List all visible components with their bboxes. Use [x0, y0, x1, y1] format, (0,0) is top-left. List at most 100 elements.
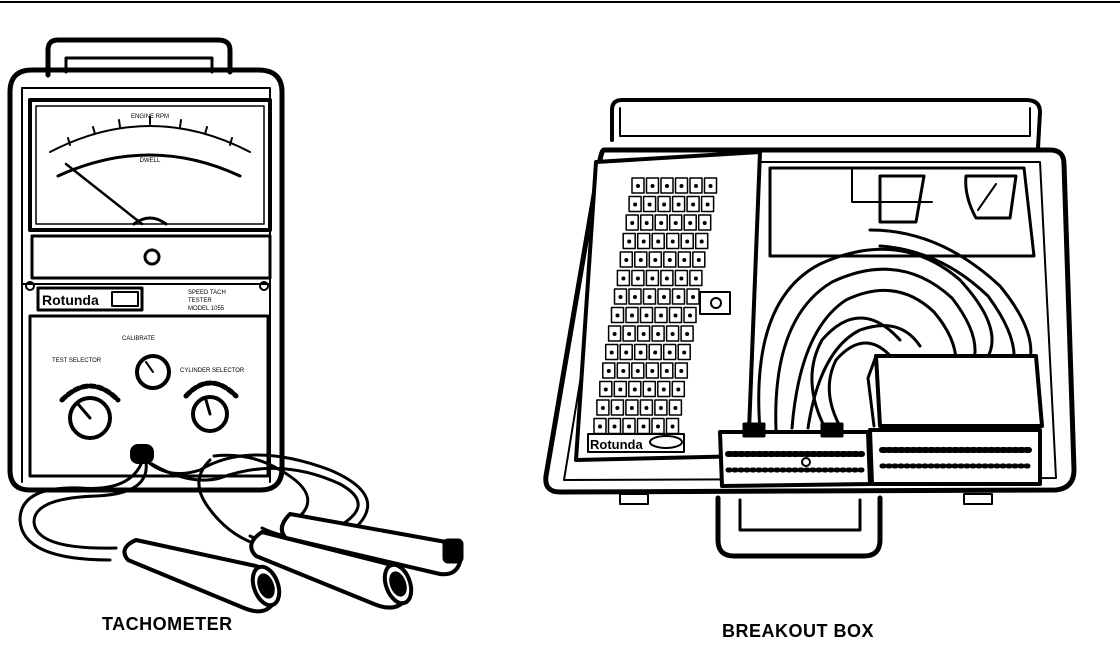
pin-jack: [659, 313, 663, 318]
case-body: [543, 147, 1077, 495]
pin-jack: [679, 184, 684, 188]
tachometer-illustration: ENGINE RPM DWELL Rotunda SPEED TACH TEST…: [7, 37, 464, 614]
pin-jack: [630, 313, 634, 318]
pin-jack: [606, 369, 611, 373]
test-lead-clip-green: [279, 512, 464, 577]
meter-scale-top-label: ENGINE RPM: [131, 114, 169, 120]
pin-jack: [636, 184, 640, 188]
pin-jack: [633, 295, 637, 299]
pin-jack: [653, 258, 658, 262]
pin-jack: [682, 258, 687, 262]
pin-jack: [658, 406, 663, 410]
pin-jack: [679, 369, 684, 373]
pin-jack: [644, 221, 649, 225]
pin-jack: [650, 184, 655, 188]
pin-jack: [635, 276, 640, 281]
pin-jack: [662, 295, 666, 299]
test-lead-clip-black: [122, 538, 282, 614]
pin-jack: [621, 369, 626, 373]
pin-jack: [688, 313, 692, 318]
tachometer-brand-plate: [36, 286, 144, 312]
meter-scale-bottom-label: DWELL: [140, 158, 161, 164]
calibrate-label: CALIBRATE: [122, 336, 155, 342]
pin-jack: [632, 387, 637, 392]
case-handle: [715, 495, 883, 559]
case-lid: [610, 98, 1042, 150]
pin-jack: [656, 239, 661, 244]
pin-jack: [670, 332, 675, 336]
pin-jack: [667, 350, 672, 355]
pin-jack: [702, 221, 707, 225]
pin-jack: [644, 313, 649, 318]
meter-needle: [64, 162, 144, 226]
pin-jack: [691, 202, 696, 207]
pin-jack: [638, 258, 643, 262]
pin-jack: [685, 332, 690, 336]
pin-jack: [641, 332, 646, 336]
pin-jack: [662, 202, 667, 207]
pin-jack: [696, 258, 701, 262]
meter-ticks: [67, 116, 233, 146]
breakout-box-illustration: Rotunda: [543, 98, 1077, 559]
pin-jack: [624, 258, 629, 262]
pin-jack: [612, 424, 617, 429]
pin-jack: [693, 276, 698, 281]
pin-jack: [661, 387, 666, 392]
pin-jack: [647, 295, 652, 299]
pin-jack: [676, 387, 681, 392]
tachometer-handle: [45, 37, 233, 78]
nameplate-line-2: TESTER: [188, 298, 212, 304]
pin-jack: [673, 313, 678, 318]
breakout-box-caption: BREAKOUT BOX: [722, 621, 875, 641]
pin-jack: [641, 239, 646, 244]
pin-jack: [618, 387, 623, 392]
meter-pivot: [132, 216, 168, 226]
pin-jack: [627, 332, 632, 336]
pin-jack: [629, 406, 634, 410]
breakout-harness-cables: [757, 228, 1033, 432]
calibrate-knob: [135, 354, 171, 390]
pin-jack: [624, 350, 629, 355]
pin-jack: [630, 221, 635, 225]
pin-jack: [612, 332, 617, 336]
pin-jack: [647, 202, 652, 207]
pin-jack: [603, 387, 608, 392]
cylinder-selector-label: CYLINDER SELECTOR: [180, 368, 245, 374]
pin-jack: [664, 369, 669, 373]
pin-jack: [615, 406, 620, 410]
pin-jack: [615, 313, 620, 318]
pin-jack: [673, 406, 678, 410]
meter-scale-upper: [49, 125, 251, 153]
zero-adjust-panel: [30, 234, 272, 280]
cable-jack: [130, 444, 154, 464]
test-lead-clip-red: [249, 530, 414, 610]
test-selector-knob: [68, 396, 112, 440]
jumper-hole: [710, 297, 722, 309]
pin-jack: [679, 276, 684, 281]
meter-window: [28, 98, 272, 232]
control-panel: [28, 314, 270, 478]
pin-jack: [627, 424, 631, 429]
pin-jack: [691, 295, 695, 299]
breakout-brand-logo: Rotunda: [590, 437, 643, 452]
pin-jack: [609, 350, 614, 355]
pin-jack: [694, 184, 698, 188]
pin-jack: [705, 202, 710, 207]
nameplate-line-3: MODEL 1055: [188, 306, 225, 312]
pin-jack: [653, 350, 658, 355]
pin-jack: [621, 276, 626, 281]
tachometer-caption: TACHOMETER: [102, 614, 233, 634]
breakout-brand-plate: [587, 433, 685, 453]
pin-jack: [600, 406, 605, 410]
pin-jack: [708, 184, 713, 188]
pin-jack: [647, 387, 652, 392]
vehicle-connector: [718, 422, 872, 488]
pin-jack: [656, 424, 660, 429]
pin-jack: [659, 221, 664, 225]
pin-jack: [627, 239, 632, 244]
tachometer-brand-logo: Rotunda: [42, 292, 99, 308]
pin-jack: [670, 424, 675, 429]
cylinder-selector-knob: [191, 395, 229, 433]
